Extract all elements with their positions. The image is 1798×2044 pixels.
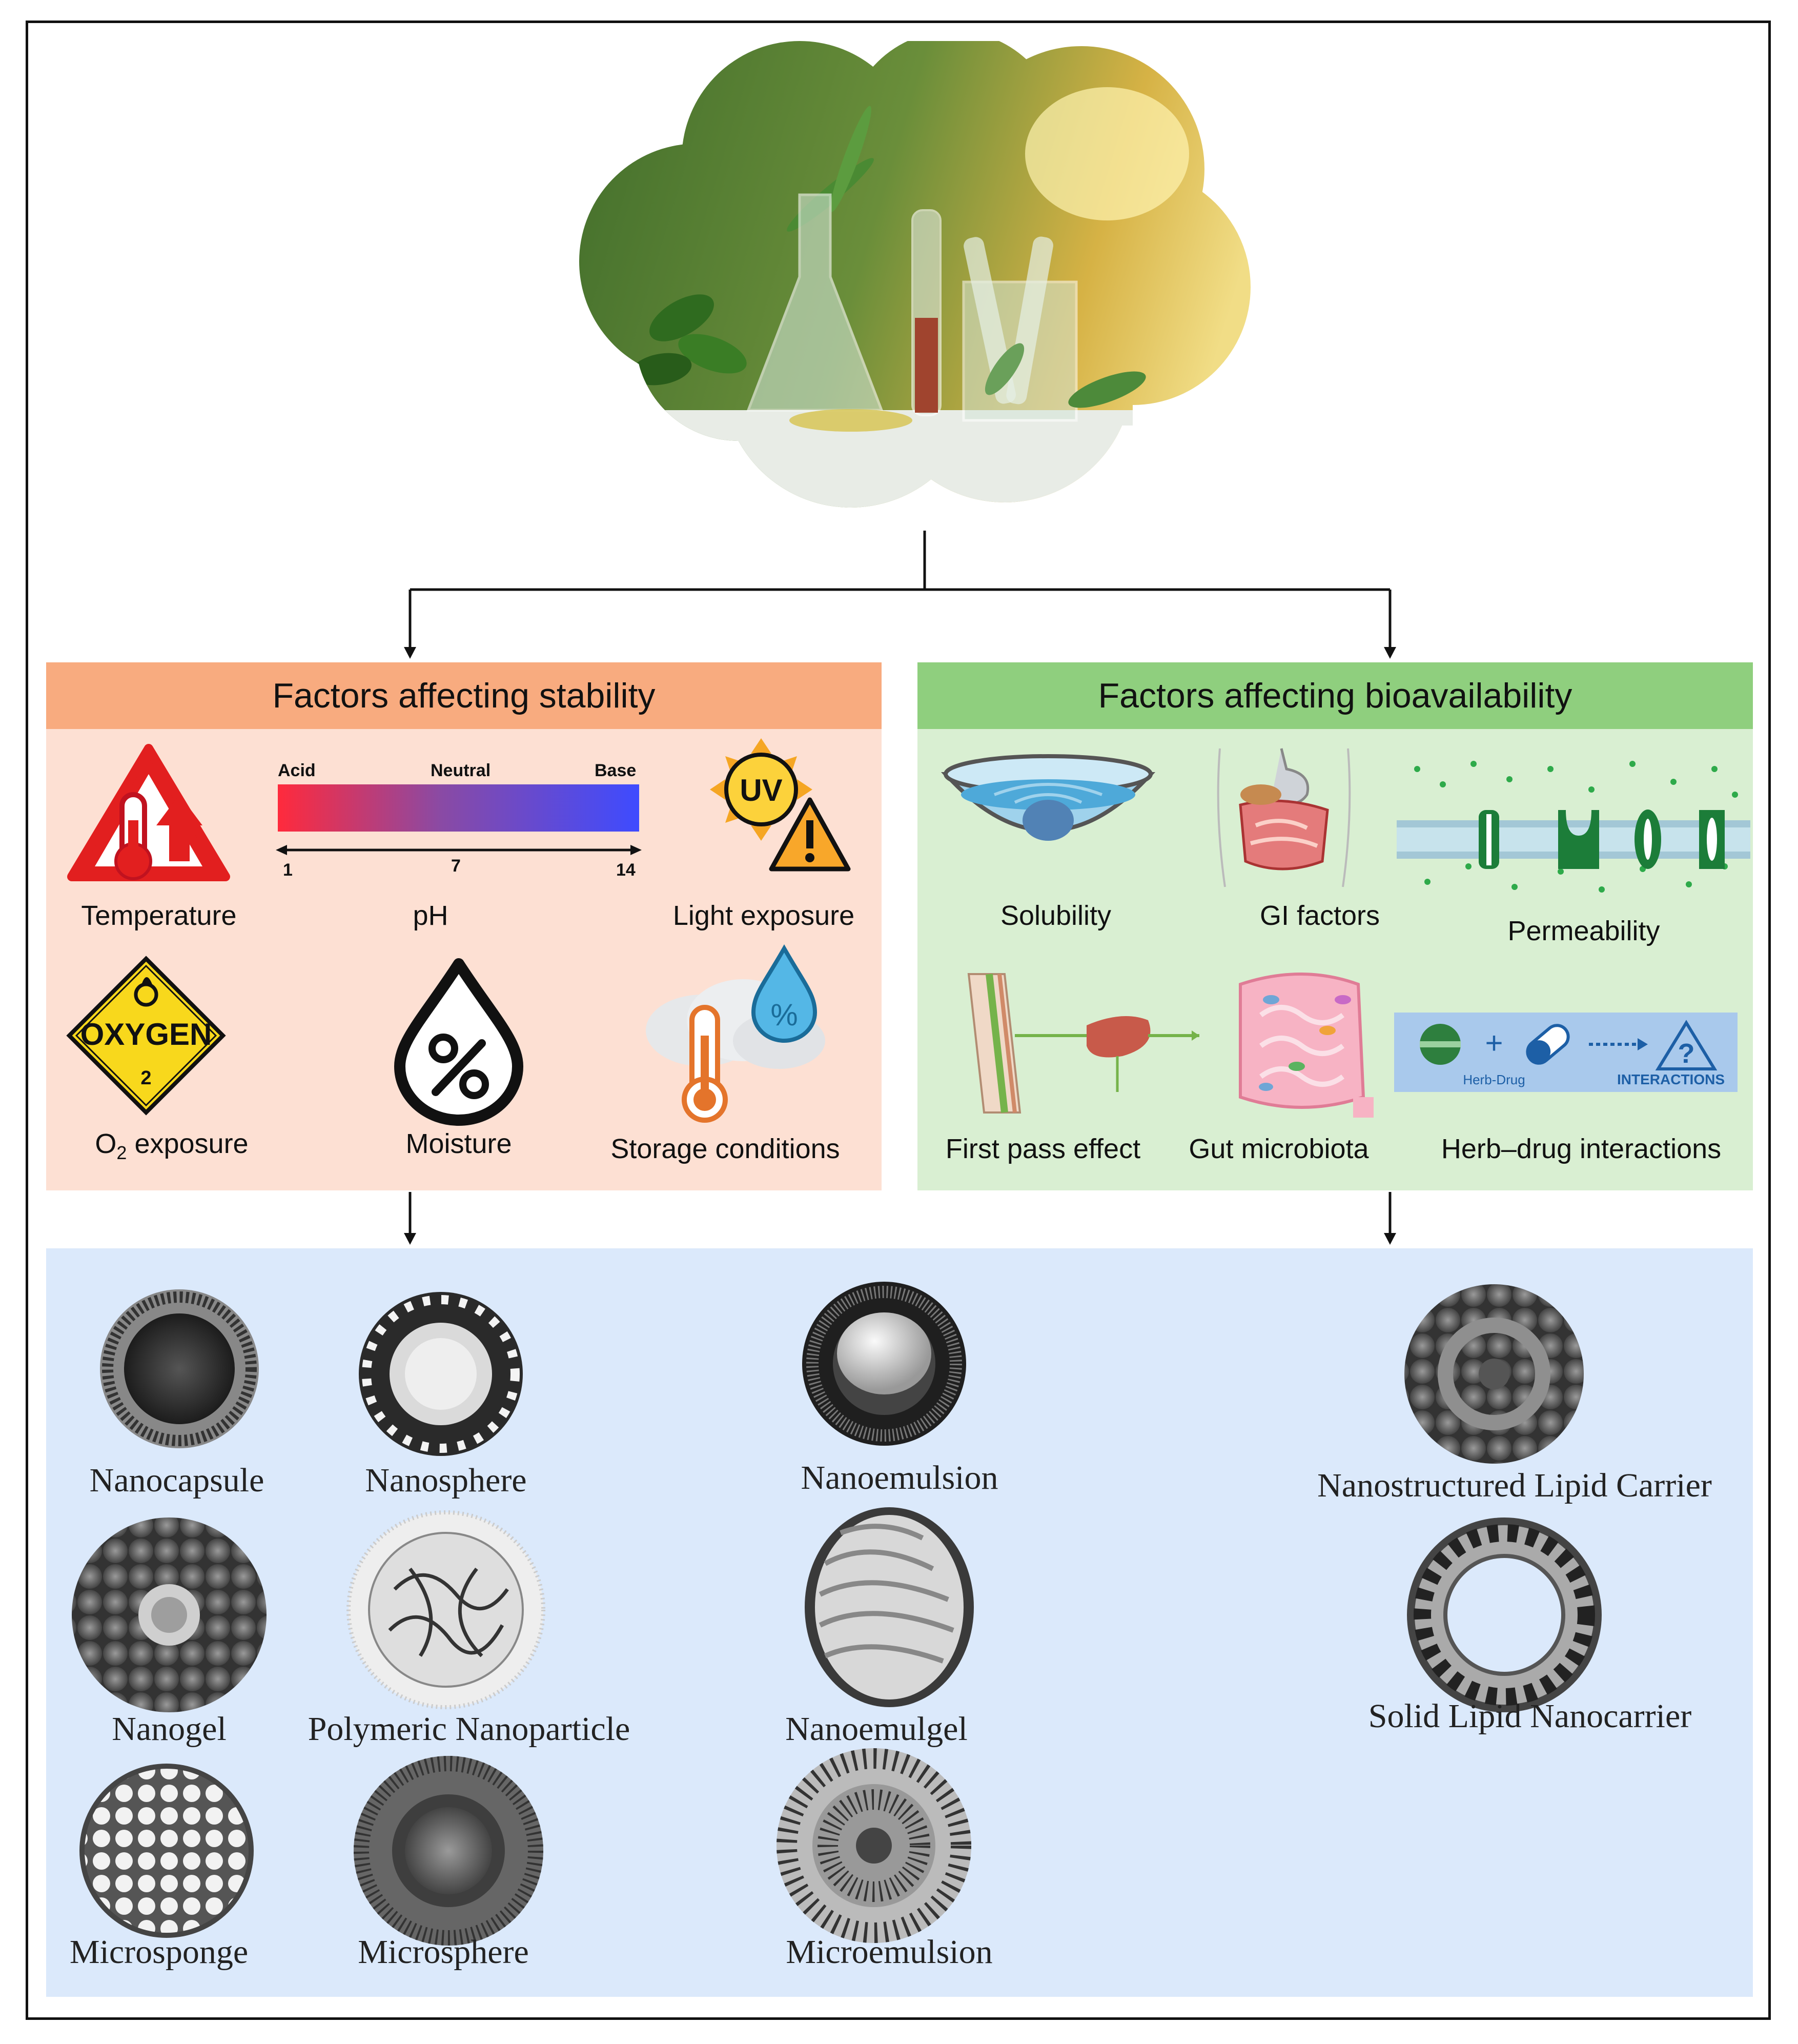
ph-tick-1: 1 xyxy=(283,860,293,880)
nanosphere-label: Nanosphere xyxy=(365,1462,527,1499)
nanoemulgel-label: Nanoemulgel xyxy=(785,1710,968,1748)
gut-microbiota-label: Gut microbiota xyxy=(1189,1134,1369,1164)
herb-drug-question: ? xyxy=(1678,1038,1695,1069)
ph-tick-14: 14 xyxy=(616,860,636,880)
uv-light-warning-icon: UV xyxy=(710,738,851,872)
ph-tick-7: 7 xyxy=(451,856,461,876)
polymeric-nanoparticle-label: Polymeric Nanoparticle xyxy=(308,1710,630,1748)
moisture-label: Moisture xyxy=(405,1128,512,1159)
nanoemulsion-label: Nanoemulsion xyxy=(801,1459,998,1496)
nlc-label: Nanostructured Lipid Carrier xyxy=(1317,1467,1712,1504)
herb-drug-caption: Herb-Drug xyxy=(1463,1072,1525,1087)
ph-acid-label: Acid xyxy=(278,761,316,780)
oxygen-sign-text: OXYGEN xyxy=(80,1017,212,1051)
herb-drug-interaction-icon: + ? Herb-Drug INTERACTIONS xyxy=(1420,1020,1725,1087)
herb-drug-plus: + xyxy=(1485,1026,1503,1060)
storage-percent-text: % xyxy=(770,998,798,1032)
gi-factors-label: GI factors xyxy=(1259,900,1380,931)
microemulsion-label: Microemulsion xyxy=(786,1933,993,1971)
herbal-lab-cloud-image xyxy=(579,41,1251,508)
herb-drug-interactions-label: Herb–drug interactions xyxy=(1441,1134,1722,1164)
solubility-label: Solubility xyxy=(1000,900,1112,931)
moisture-drop-icon xyxy=(394,958,523,1126)
microsponge-label: Microsponge xyxy=(69,1933,249,1971)
nanogel-illustration xyxy=(72,1517,267,1712)
temperature-label: Temperature xyxy=(81,900,237,931)
nanocapsule-illustration xyxy=(100,1289,259,1448)
first-pass-effect-label: First pass effect xyxy=(945,1134,1141,1164)
oxygen-sign-number: 2 xyxy=(140,1067,151,1089)
o2-exposure-label: O2 exposure xyxy=(95,1128,249,1163)
nanostructured-lipid-carrier-illustration xyxy=(1404,1284,1584,1464)
nanoemulsion-illustration xyxy=(802,1282,966,1446)
storage-conditions-label: Storage conditions xyxy=(610,1134,840,1164)
solid-lipid-nanocarrier-illustration xyxy=(1407,1517,1602,1712)
microsphere-illustration xyxy=(354,1756,543,1946)
light-exposure-label: Light exposure xyxy=(672,900,855,931)
stability-panel-title: Factors affecting stability xyxy=(46,662,882,729)
storage-conditions-icon: % xyxy=(646,944,825,1123)
polymeric-nanoparticle-illustration xyxy=(346,1510,545,1709)
nanogel-label: Nanogel xyxy=(112,1710,227,1748)
ph-label: pH xyxy=(413,900,448,931)
nanocapsule-label: Nanocapsule xyxy=(89,1462,264,1499)
oxygen-hazard-sign-icon: OXYGEN 2 xyxy=(66,956,226,1116)
ph-scale-chart: Acid Neutral Base 1 7 14 xyxy=(276,761,642,880)
nanosphere-illustration xyxy=(359,1292,523,1456)
sln-label: Solid Lipid Nanocarrier xyxy=(1368,1697,1692,1735)
ph-gradient-bar xyxy=(278,784,639,832)
permeability-label: Permeability xyxy=(1507,916,1660,946)
gi-tract-icon xyxy=(1217,748,1351,887)
microsphere-label: Microsphere xyxy=(358,1933,529,1971)
first-pass-effect-icon xyxy=(967,973,1199,1114)
solubility-bowl-icon xyxy=(941,754,1156,841)
herb-drug-interactions-text: INTERACTIONS xyxy=(1617,1071,1725,1087)
ph-base-label: Base xyxy=(595,761,636,780)
bioavailability-panel-title: Factors affecting bioavailability xyxy=(917,662,1753,729)
microemulsion-illustration xyxy=(777,1748,971,1943)
ph-neutral-label: Neutral xyxy=(431,761,491,780)
gut-microbiota-icon xyxy=(1239,973,1374,1118)
microsponge-illustration xyxy=(79,1764,254,1938)
uv-text: UV xyxy=(740,773,782,807)
cell-membrane-permeability-icon xyxy=(1397,761,1750,893)
nanoemulgel-illustration xyxy=(805,1507,974,1707)
temperature-warning-icon xyxy=(67,744,230,881)
